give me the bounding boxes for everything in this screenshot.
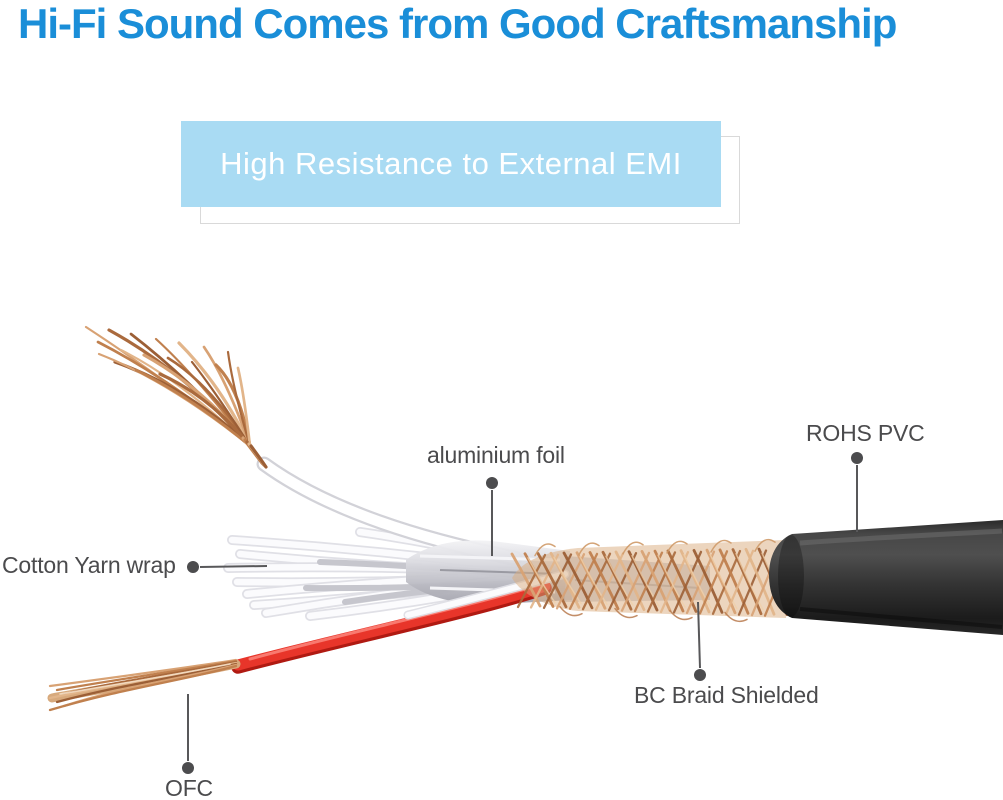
label-cotton-yarn-wrap: Cotton Yarn wrap <box>2 552 176 578</box>
label-aluminium-foil: aluminium foil <box>427 442 565 468</box>
leader-lines <box>187 465 858 761</box>
banner-text: High Resistance to External EMI <box>220 146 682 181</box>
copper-strand-fan <box>84 325 268 469</box>
leader-dots <box>182 452 863 774</box>
banner: High Resistance to External EMI <box>181 121 721 207</box>
copper-braid-shield <box>510 538 794 623</box>
page-title: Hi-Fi Sound Comes from Good Craftsmanshi… <box>18 0 897 47</box>
label-bc-braid-shielded: BC Braid Shielded <box>634 682 819 708</box>
pvc-jacket <box>769 520 1003 635</box>
label-rohs-pvc: ROHS PVC <box>806 420 925 446</box>
label-ofc: OFC <box>165 775 213 800</box>
ofc-copper-strands <box>47 658 241 712</box>
